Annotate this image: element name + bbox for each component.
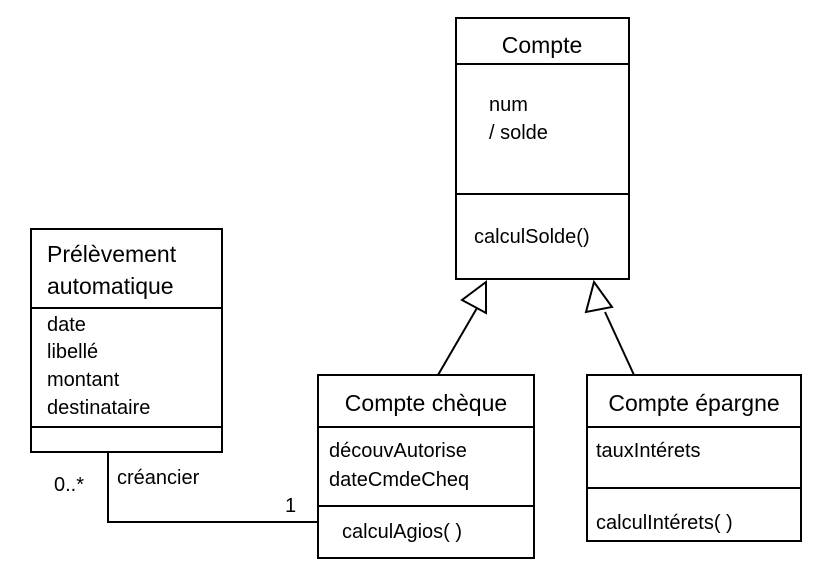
class-compte[interactable]: Compte num / solde calculSolde(): [455, 17, 630, 280]
association-line: [107, 452, 318, 523]
class-prelevement-name: automatique: [47, 273, 174, 299]
association-multiplicity-cheque: 1: [285, 495, 296, 517]
generalization-line: [437, 307, 478, 376]
class-prelevement-name: Prélèvement: [47, 241, 177, 267]
class-prelevement-attribute: libellé: [47, 341, 98, 363]
generalization-compte-cheque-to-compte: [437, 280, 487, 376]
class-compte-cheque-attribute: dateCmdeCheq: [329, 469, 469, 491]
class-compte-attribute: num: [489, 94, 528, 116]
class-prelevement-automatique[interactable]: Prélèvement automatique date libellé mon…: [30, 228, 223, 453]
class-compte-epargne-box: [586, 374, 802, 542]
association-role-label: créancier: [117, 467, 200, 489]
generalization-compte-epargne-to-compte: [584, 279, 635, 376]
class-compte-cheque-attribute: découvAutorise: [329, 440, 467, 462]
class-compte-box: [455, 17, 630, 280]
generalization-arrowhead: [460, 280, 487, 315]
class-compte-cheque-box: [317, 374, 535, 559]
class-compte-epargne-method: calculIntérets( ): [596, 512, 733, 534]
class-prelevement-box: [30, 228, 223, 453]
association-prelevement-compte-cheque: créancier 0..* 1: [54, 452, 318, 523]
generalization-arrowhead: [584, 279, 614, 314]
class-prelevement-attribute: date: [47, 314, 86, 336]
class-compte-name: Compte: [502, 32, 583, 58]
class-compte-epargne-attribute: tauxIntérets: [596, 440, 701, 462]
class-prelevement-attribute: montant: [47, 369, 120, 391]
class-prelevement-attribute: destinataire: [47, 397, 150, 419]
association-multiplicity-prelevement: 0..*: [54, 474, 84, 496]
class-compte-attribute: / solde: [489, 122, 548, 144]
generalization-line: [604, 311, 635, 376]
class-compte-epargne[interactable]: Compte épargne tauxIntérets calculIntére…: [586, 374, 802, 542]
class-compte-cheque[interactable]: Compte chèque découvAutorise dateCmdeChe…: [317, 374, 535, 559]
class-compte-epargne-name: Compte épargne: [608, 390, 779, 416]
class-compte-cheque-method: calculAgios( ): [342, 521, 462, 543]
class-compte-method: calculSolde(): [474, 226, 590, 248]
class-compte-cheque-name: Compte chèque: [345, 390, 507, 416]
